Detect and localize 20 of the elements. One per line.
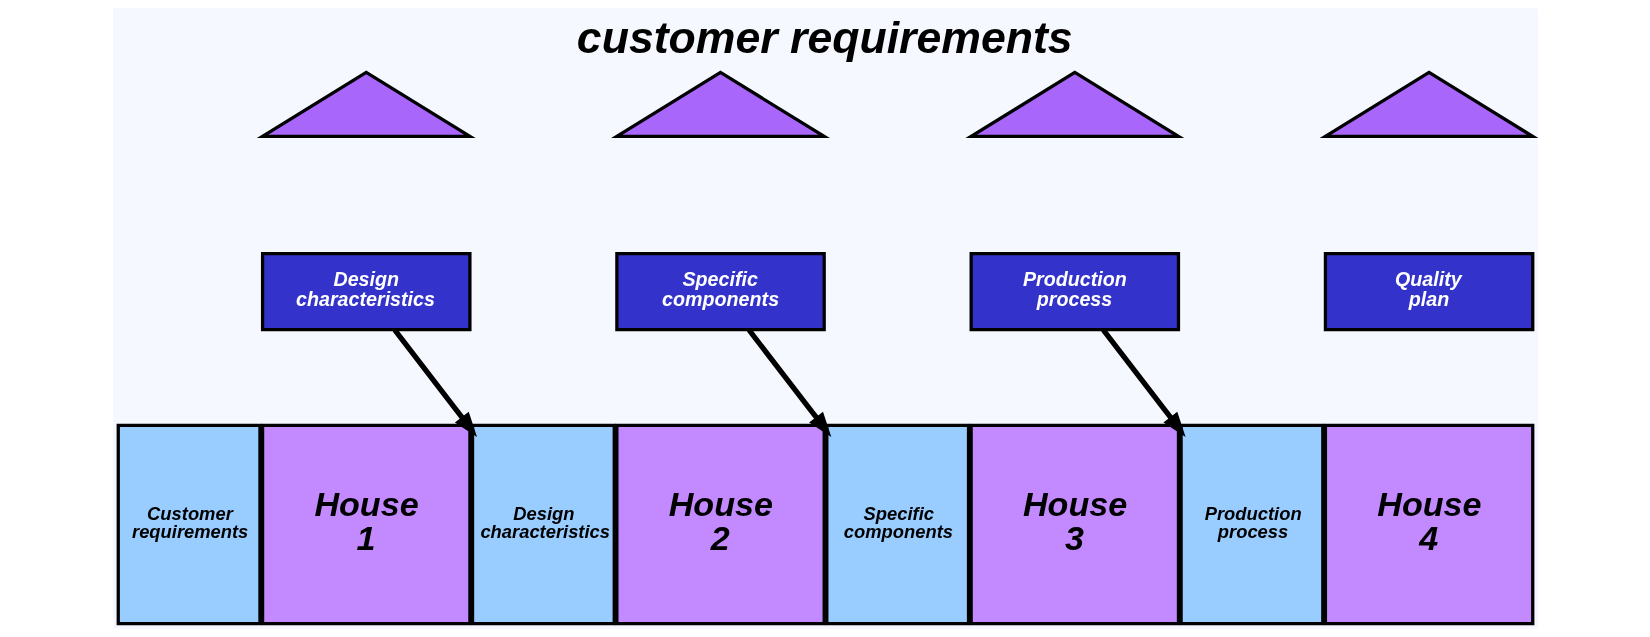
node-box: House 1 (260, 423, 472, 626)
node-triangle (964, 70, 1184, 139)
node-box: Specific components (614, 251, 826, 332)
node-box: Production process (969, 251, 1180, 332)
diagram-title: customer requirements (576, 13, 1073, 63)
node-box: House 4 (1323, 423, 1534, 626)
node-triangle (1319, 70, 1538, 139)
node-box: Production process (1178, 423, 1324, 626)
node-box: Specific components (824, 423, 970, 626)
node-box: House 2 (614, 423, 826, 626)
node-box: House 3 (969, 423, 1180, 626)
node-triangle (256, 70, 476, 139)
node-box: Quality plan (1323, 251, 1534, 332)
node-box: Design characteristics (260, 251, 472, 332)
arrow (746, 328, 831, 437)
arrow (1100, 328, 1186, 437)
node-box: Customer requirements (116, 423, 262, 626)
arrow (392, 328, 477, 437)
node-box: Design characteristics (470, 423, 616, 626)
node-triangle (610, 70, 830, 139)
